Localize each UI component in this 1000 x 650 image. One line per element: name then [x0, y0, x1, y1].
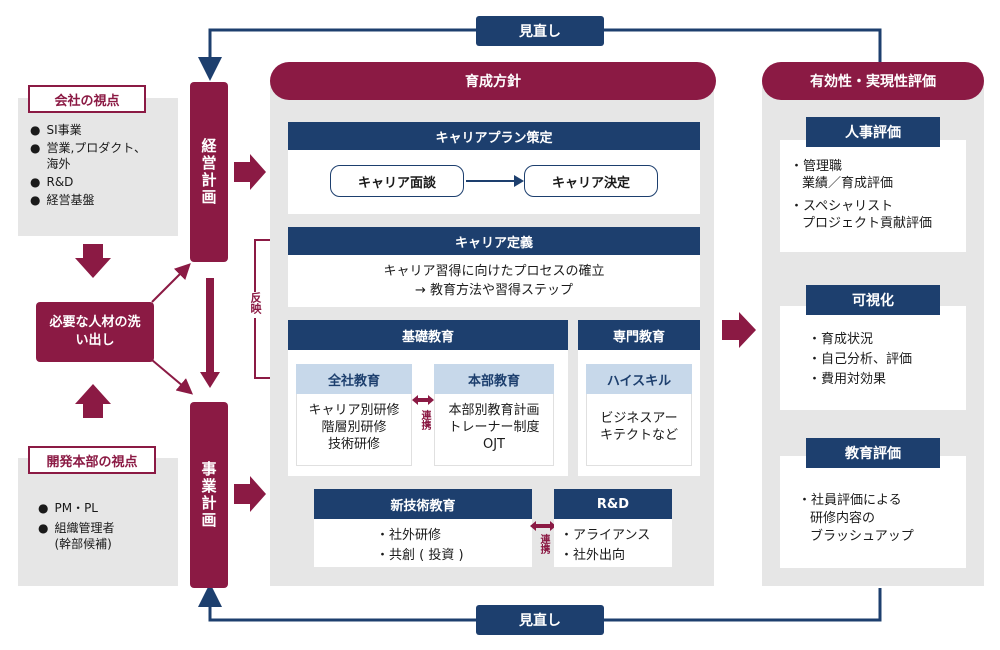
right-arrow-icon	[722, 312, 756, 348]
company-education-title: 全社教育	[296, 364, 412, 394]
company-education-lines: キャリア別研修 階層別研修 技術研修	[308, 403, 400, 452]
high-skill-lines: ビジネスアー キテクトなど	[599, 411, 678, 443]
bullet-icon: ●	[30, 141, 41, 155]
career-definition-line1: キャリア習得に向けたプロセスの確立	[383, 264, 605, 279]
bullet-icon: ●	[30, 175, 41, 189]
list-item: ●経営基盤	[30, 193, 95, 207]
list-item: ●PM・PL	[38, 501, 98, 515]
hr-evaluation-title: 人事評価	[806, 117, 940, 147]
double-arrow-icon	[412, 395, 434, 405]
visualization-title: 可視化	[806, 285, 940, 315]
list-item: ・スペシャリスト	[790, 199, 894, 214]
career-definition-line2: → 教育方法や習得ステップ	[414, 283, 574, 298]
career-definition-title: キャリア定義	[288, 227, 700, 255]
education-evaluation-list: ・社員評価による 研修内容の ブラッシュアップ	[798, 492, 962, 546]
rnd-title: R&D	[554, 489, 672, 519]
list-item: ・費用対効果	[808, 372, 887, 387]
list-item: ●R&D	[30, 175, 74, 189]
hr-evaluation-box	[780, 140, 966, 252]
career-interview-step: キャリア面談	[330, 165, 464, 197]
division-viewpoint-panel	[18, 458, 178, 586]
career-decision-step: キャリア決定	[524, 165, 658, 197]
division-education-title: 本部教育	[434, 364, 554, 394]
visualization-box	[780, 306, 966, 410]
division-viewpoint-list: ●PM・PL ●組織管理者 (幹部候補)	[38, 500, 174, 552]
review-label-bottom: 見直し	[476, 605, 604, 635]
talent-identification-box: 必要な人材の洗い出し	[36, 302, 154, 362]
double-arrow-icon	[530, 521, 556, 531]
visualization-list: ・育成状況 ・自己分析、評価 ・費用対効果	[808, 330, 958, 390]
hr-evaluation-list: ・管理職 業績／育成評価 ・スペシャリスト プロジェクト貢献評価	[790, 158, 960, 232]
list-item: 業績／育成評価	[802, 176, 894, 191]
review-label-top: 見直し	[476, 16, 604, 46]
list-item: ●SI事業	[30, 123, 82, 137]
list-item: ・アライアンス	[560, 528, 651, 543]
company-viewpoint-title: 会社の視点	[28, 85, 146, 113]
down-arrow-icon	[75, 244, 111, 278]
right-arrow-icon	[234, 154, 266, 190]
company-viewpoint-panel	[18, 98, 178, 236]
education-evaluation-title: 教育評価	[806, 438, 940, 468]
link-label-basic: 連携	[419, 410, 430, 430]
list-item: ●営業,プロダクト、海外	[30, 141, 147, 171]
up-arrow-icon	[75, 384, 111, 418]
company-viewpoint-list: ●SI事業 ●営業,プロダクト、海外 ●R&D ●経営基盤	[30, 122, 174, 208]
specialist-education-title: 専門教育	[578, 320, 700, 350]
right-arrow-icon	[234, 476, 266, 512]
link-label-rnd: 連携	[538, 534, 549, 554]
list-item: ・管理職	[790, 159, 843, 174]
list-item: プロジェクト貢献評価	[802, 216, 933, 231]
business-plan-pillar: 事業計画	[190, 402, 228, 588]
list-item: ・自己分析、評価	[808, 352, 913, 367]
career-plan-title: キャリアプラン策定	[288, 122, 700, 150]
list-item: 研修内容の	[810, 511, 876, 526]
list-item: ・社員評価による	[798, 493, 902, 508]
arrow-right-icon	[466, 175, 524, 187]
education-evaluation-box	[780, 456, 966, 568]
division-education-lines: 本部別教育計画 トレーナー制度 OJT	[448, 403, 540, 452]
list-item: ・共創 ( 投資 )	[376, 548, 464, 563]
training-policy-title: 育成方針	[270, 62, 716, 100]
basic-education-title: 基礎教育	[288, 320, 568, 350]
bullet-icon: ●	[38, 501, 49, 515]
bullet-icon: ●	[38, 521, 49, 535]
management-plan-pillar: 経営計画	[190, 82, 228, 262]
list-item: ・社外研修	[376, 528, 442, 543]
bullet-icon: ●	[30, 123, 41, 137]
evaluation-panel-title: 有効性・実現性評価	[762, 62, 984, 100]
list-item: ・社外出向	[560, 548, 626, 563]
new-tech-education-title: 新技術教育	[314, 489, 532, 519]
list-item: ブラッシュアップ	[810, 529, 914, 544]
list-item: ・育成状況	[808, 332, 874, 347]
list-item: ●組織管理者 (幹部候補)	[38, 521, 115, 551]
division-viewpoint-title: 開発本部の視点	[28, 446, 156, 474]
new-tech-education-list: ・社外研修 ・共創 ( 投資 )	[376, 526, 526, 566]
down-arrow-icon	[200, 278, 220, 388]
feedback-label: 反映	[244, 292, 266, 318]
high-skill-title: ハイスキル	[586, 364, 692, 394]
rnd-list: ・アライアンス ・社外出向	[560, 526, 670, 566]
bullet-icon: ●	[30, 193, 41, 207]
